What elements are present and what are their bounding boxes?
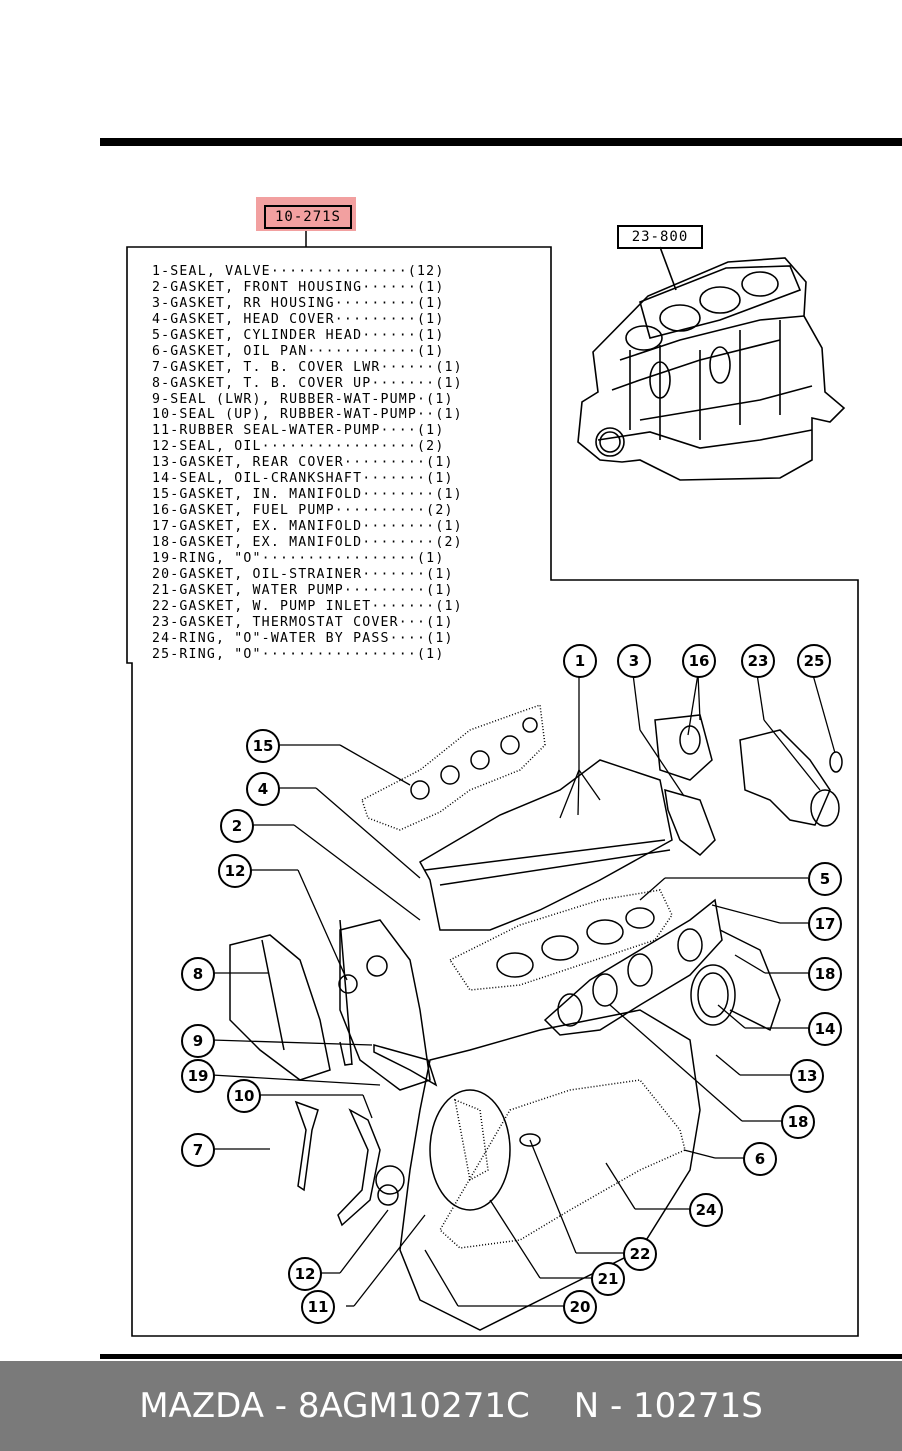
parts-list-item: 13-GASKET, REAR COVER·········(1)	[152, 455, 454, 471]
parts-list-item: 12-SEAL, OIL·················(2)	[152, 439, 445, 455]
callout-24: 24	[689, 1193, 723, 1227]
callout-12: 12	[218, 854, 252, 888]
callout-20: 20	[563, 1290, 597, 1324]
parts-list-item: 2-GASKET, FRONT HOUSING······(1)	[152, 279, 445, 295]
gasket-exploded-illustration	[229, 703, 843, 1331]
callout-8: 8	[181, 957, 215, 991]
parts-list-item: 22-GASKET, W. PUMP INLET·······(1)	[152, 598, 463, 614]
callout-12: 12	[288, 1257, 322, 1291]
callout-10: 10	[227, 1079, 261, 1113]
callout-18: 18	[808, 957, 842, 991]
callout-1: 1	[563, 644, 597, 678]
parts-list-item: 23-GASKET, THERMOSTAT COVER···(1)	[152, 614, 454, 630]
parts-list-item: 16-GASKET, FUEL PUMP··········(2)	[152, 503, 454, 519]
callout-9: 9	[181, 1024, 215, 1058]
callout-11: 11	[301, 1290, 335, 1324]
ref-code-label: 10-271S	[264, 205, 352, 229]
callout-25: 25	[797, 644, 831, 678]
footer-kit-number: N - 10271S	[573, 1386, 763, 1426]
engine-block-illustration	[577, 246, 846, 481]
parts-list-item: 24-RING, "O"-WATER BY PASS····(1)	[152, 630, 454, 646]
callout-5: 5	[808, 862, 842, 896]
callout-2: 2	[220, 809, 254, 843]
top-rule	[100, 138, 902, 146]
callout-15: 15	[246, 729, 280, 763]
parts-list-item: 25-RING, "O"·················(1)	[152, 646, 445, 662]
leader-lines	[211, 673, 836, 1307]
parts-list-item: 21-GASKET, WATER PUMP·········(1)	[152, 582, 454, 598]
parts-list-item: 4-GASKET, HEAD COVER·········(1)	[152, 311, 445, 327]
parts-list-item: 11-RUBBER SEAL-WATER-PUMP····(1)	[152, 423, 445, 439]
callout-4: 4	[246, 772, 280, 806]
callout-19: 19	[181, 1059, 215, 1093]
parts-list-item: 5-GASKET, CYLINDER HEAD······(1)	[152, 327, 445, 343]
callout-13: 13	[790, 1059, 824, 1093]
parts-list-item: 18-GASKET, EX. MANIFOLD········(2)	[152, 534, 463, 550]
parts-list-item: 10-SEAL (UP), RUBBER-WAT-PUMP··(1)	[152, 407, 463, 423]
callout-22: 22	[623, 1237, 657, 1271]
callout-14: 14	[808, 1012, 842, 1046]
parts-list-item: 7-GASKET, T. B. COVER LWR······(1)	[152, 359, 463, 375]
callout-18: 18	[781, 1105, 815, 1139]
parts-list-item: 15-GASKET, IN. MANIFOLD········(1)	[152, 487, 463, 503]
callout-7: 7	[181, 1133, 215, 1167]
footer-bar: MAZDA - 8AGM10271C N - 10271S	[0, 1361, 902, 1451]
callout-16: 16	[682, 644, 716, 678]
parts-list-item: 6-GASKET, OIL PAN············(1)	[152, 343, 445, 359]
parts-list-item: 9-SEAL (LWR), RUBBER-WAT-PUMP·(1)	[152, 391, 454, 407]
parts-list-item: 19-RING, "O"·················(1)	[152, 550, 445, 566]
parts-list-item: 1-SEAL, VALVE···············(12)	[152, 264, 445, 279]
block-ref-label: 23-800	[617, 225, 703, 249]
parts-list: 1-SEAL, VALVE···············(12) 2-GASKE…	[152, 264, 532, 662]
callout-21: 21	[591, 1262, 625, 1296]
parts-list-item: 8-GASKET, T. B. COVER UP·······(1)	[152, 375, 463, 391]
callout-3: 3	[617, 644, 651, 678]
callout-17: 17	[808, 907, 842, 941]
callout-6: 6	[743, 1142, 777, 1176]
parts-list-item: 3-GASKET, RR HOUSING·········(1)	[152, 295, 445, 311]
parts-list-item: 20-GASKET, OIL-STRAINER·······(1)	[152, 566, 454, 582]
bottom-rule	[100, 1354, 902, 1359]
footer-part-number: MAZDA - 8AGM10271C	[139, 1386, 530, 1426]
parts-list-item: 14-SEAL, OIL-CRANKSHAFT·······(1)	[152, 471, 454, 487]
parts-list-item: 17-GASKET, EX. MANIFOLD········(1)	[152, 519, 463, 534]
ref-highlight	[256, 197, 356, 231]
callout-23: 23	[741, 644, 775, 678]
